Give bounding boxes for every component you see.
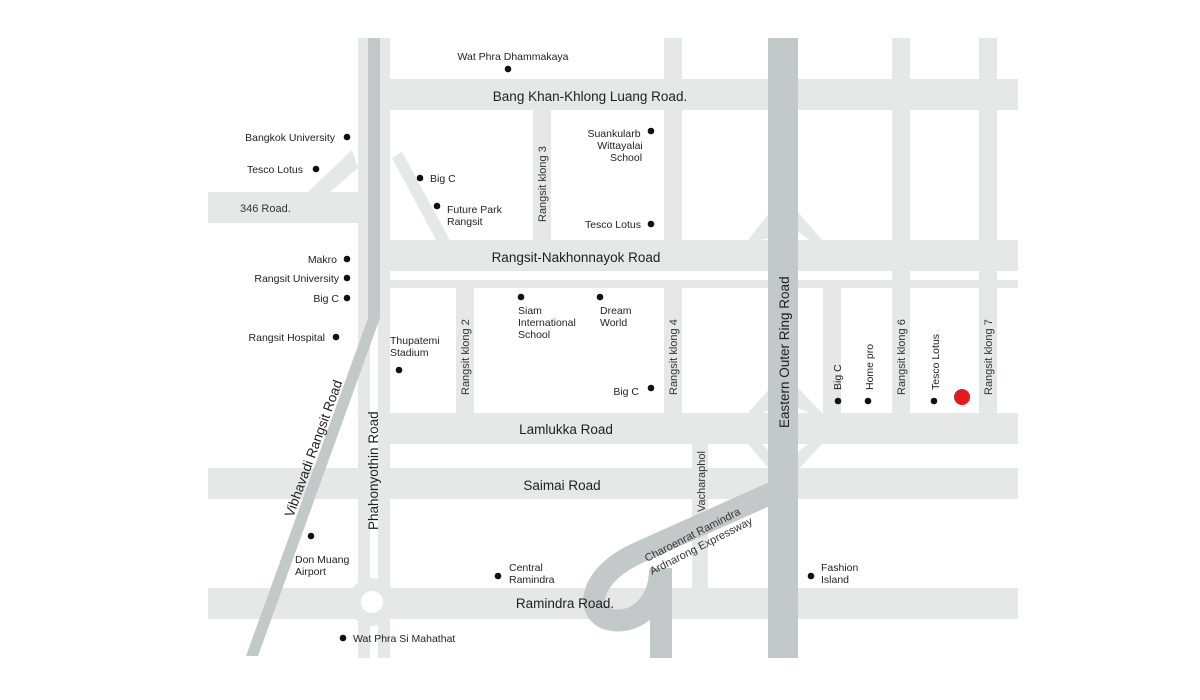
poi-dot-future-park [433, 202, 441, 210]
poi-suankularb-l2: Wittayalai [597, 140, 643, 152]
poi-makro: Makro [308, 254, 337, 266]
poi-dot-tesco-lotus-klong3 [647, 220, 655, 228]
poi-thupatemi-l2: Stadium [390, 347, 429, 359]
road-346-spur [308, 150, 358, 192]
poi-siam-l1: Siam [518, 305, 542, 317]
label-klong2: Rangsit klong 2 [460, 319, 472, 395]
road-rangsit-nakhonnayok [388, 240, 1018, 271]
road-bang-khan [388, 79, 1018, 110]
poi-tesco-lotus-east: Tesco Lotus [930, 334, 942, 390]
road-klong3 [533, 110, 551, 240]
poi-big-c-klong4: Big C [613, 386, 639, 398]
interchange-lamlukka-sw [748, 444, 770, 470]
roundabout-centre [361, 591, 383, 613]
poi-dot-don-muang [307, 532, 315, 540]
road-saimai [208, 468, 1018, 499]
interchange-north-west [748, 212, 770, 240]
road-klong2 [456, 288, 474, 413]
poi-rangsit-hospital: Rangsit Hospital [249, 332, 325, 344]
poi-big-c-east: Big C [832, 364, 844, 390]
interchange-south-east [798, 388, 822, 413]
poi-future-park-l2: Rangsit [447, 216, 483, 228]
road-klong-east-a [823, 288, 841, 413]
label-klong7: Rangsit klong 7 [983, 319, 995, 395]
poi-dot-makro [343, 255, 351, 263]
poi-suankularb-l1: Suankularb [587, 128, 640, 140]
poi-dot-wat-mahathat [339, 634, 347, 642]
label-eastern-outer-ring: Eastern Outer Ring Road [777, 276, 792, 428]
poi-home-pro: Home pro [864, 344, 876, 390]
poi-dot-suankularb [647, 127, 655, 135]
poi-dot-wat-dhammakaya [504, 65, 512, 73]
poi-don-muang-l2: Airport [295, 566, 326, 578]
poi-dot-big-c-north [416, 174, 424, 182]
poi-thupatemi-l1: Thupatemi [390, 335, 440, 347]
poi-siam-l2: International [518, 317, 576, 329]
interchange-south-west [748, 388, 770, 413]
poi-dot-rangsit-hospital [332, 333, 340, 341]
road-lamlukka [388, 413, 1018, 444]
poi-dot-bangkok-university [343, 133, 351, 141]
poi-dot-home-pro [864, 397, 872, 405]
minor-roads [208, 38, 1018, 658]
road-klong6 [892, 38, 910, 413]
road-346 [208, 192, 378, 223]
poi-dot-dream-world [596, 293, 604, 301]
poi-tesco-lotus-west: Tesco Lotus [247, 164, 303, 176]
poi-dot-big-c-east [834, 397, 842, 405]
poi-dot-big-c-klong4 [647, 384, 655, 392]
label-ramindra: Ramindra Road. [516, 596, 614, 611]
poi-dream-l1: Dream [600, 305, 632, 317]
road-klong7 [979, 38, 997, 413]
poi-rangsit-university: Rangsit University [254, 273, 339, 285]
poi-dot-siam-school [517, 293, 525, 301]
road-future-park-spur [392, 152, 450, 240]
label-vacharaphol: Vacharaphol [696, 451, 708, 512]
poi-big-c-north: Big C [430, 173, 456, 185]
poi-fashion-l2: Island [821, 574, 849, 586]
label-rangsit-nakhonnayok: Rangsit-Nakhonnayok Road [492, 250, 661, 265]
road-klong4-south [664, 288, 682, 413]
interchange-lamlukka-se [798, 444, 822, 470]
interchange-north-east [798, 212, 822, 240]
poi-dot-tesco-lotus-west [312, 165, 320, 173]
poi-dot-thupatemi [395, 366, 403, 374]
poi-central-l2: Ramindra [509, 574, 555, 586]
road-rangsit-nakhonnayok-canal [388, 280, 1018, 288]
poi-dot-big-c-west [343, 294, 351, 302]
label-klong4: Rangsit klong 4 [668, 319, 680, 395]
poi-bangkok-university: Bangkok University [245, 132, 336, 144]
expressway-south-leg [650, 568, 672, 658]
label-saimai: Saimai Road [523, 478, 600, 493]
poi-dot-central-ramindra [494, 572, 502, 580]
label-klong6: Rangsit klong 6 [896, 319, 908, 395]
label-bang-khan: Bang Khan-Khlong Luang Road. [493, 89, 687, 104]
poi-siam-l3: School [518, 329, 550, 341]
poi-big-c-west: Big C [313, 293, 339, 305]
road-eastern-outer-ring [768, 38, 798, 658]
poi-dot-tesco-lotus-east [930, 397, 938, 405]
poi-wat-dhammakaya: Wat Phra Dhammakaya [457, 51, 568, 63]
poi-central-l1: Central [509, 562, 543, 574]
label-lamlukka: Lamlukka Road [519, 422, 613, 437]
poi-future-park-l1: Future Park [447, 204, 503, 216]
poi-dot-fashion-island [807, 572, 815, 580]
poi-dot-rangsit-university [343, 274, 351, 282]
points-of-interest: Wat Phra Dhammakaya Bangkok University T… [245, 51, 970, 645]
poi-fashion-l1: Fashion [821, 562, 859, 574]
poi-don-muang-l1: Don Muang [295, 554, 349, 566]
location-marker [954, 389, 970, 405]
poi-suankularb-l3: School [610, 152, 642, 164]
road-phahonyothin-east-strip [378, 38, 390, 658]
poi-dream-l2: World [600, 317, 627, 329]
major-roads [246, 38, 798, 658]
road-klong4-north [664, 38, 682, 240]
poi-tesco-lotus-klong3: Tesco Lotus [585, 219, 641, 231]
label-klong3: Rangsit klong 3 [537, 146, 549, 222]
label-346-road: 346 Road. [240, 203, 291, 215]
label-phahonyothin: Phahonyothin Road [366, 411, 381, 530]
poi-wat-mahathat: Wat Phra Si Mahathat [353, 633, 455, 645]
